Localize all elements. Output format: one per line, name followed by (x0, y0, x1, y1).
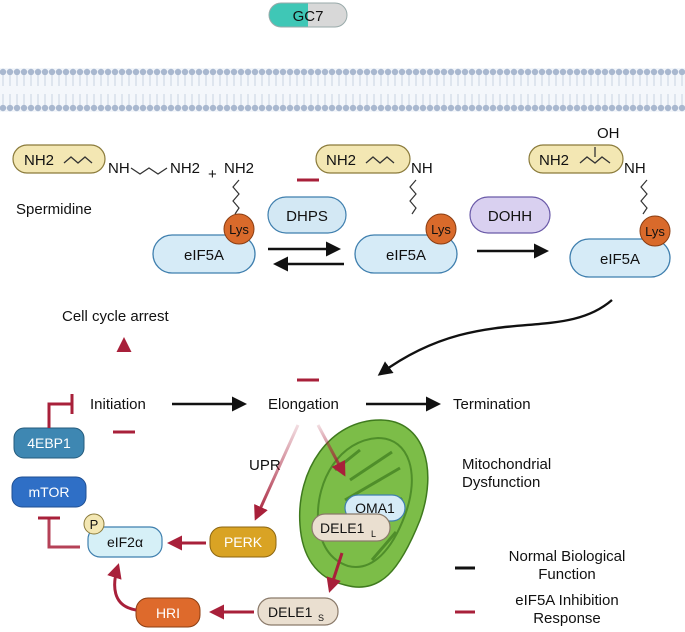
eif2a-inhibits-initiation (113, 430, 135, 516)
hri-to-eif2a-arrow (107, 563, 137, 612)
eif5a-label: eIF5A (386, 247, 426, 264)
legend-inhibition-line1: eIF5A Inhibition (515, 592, 618, 609)
oh-group: OH (597, 125, 620, 142)
hri-label: HRI (156, 605, 180, 621)
dele1-long-subscript: L (371, 529, 376, 539)
elongation-to-perk-arrow (254, 424, 300, 521)
dele1-cleavage-arrow (326, 552, 344, 593)
eif5a-hypusinated: OH NH2 NH eIF5A Lys (528, 125, 671, 278)
dele1-short-protein: DELE1 S (257, 597, 339, 626)
hypusinated-to-elongation-arrow (377, 299, 613, 376)
mito-label-line2: Dysfunction (462, 474, 540, 491)
cell-membrane (0, 68, 685, 112)
4ebp1-label: 4EBP1 (27, 435, 71, 451)
nh-group: NH (411, 160, 433, 177)
mtor-label: mTOR (29, 484, 70, 500)
nh2-group: NH2 (326, 152, 356, 169)
nh2-group: NH2 (224, 160, 254, 177)
legend-inhibition-line2: Response (533, 610, 601, 627)
dele1-long-protein: DELE1 L (311, 513, 391, 542)
spermidine-molecule: NH2 NH NH2 (12, 144, 200, 177)
nh2-group: NH2 (170, 160, 200, 177)
perk-protein: PERK (209, 526, 277, 558)
dohh-enzyme: DOHH (469, 196, 551, 234)
initiation-label: Initiation (90, 396, 146, 413)
4ebp1-protein: 4EBP1 (13, 427, 85, 459)
perk-label: PERK (224, 534, 263, 550)
mito-label-line1: Mitochondrial (462, 456, 551, 473)
eif5a-unmodified: eIF5A Lys (152, 179, 256, 274)
elongation-to-mito-arrow (316, 424, 346, 477)
mtor-protein: mTOR (11, 476, 87, 508)
eif5a-label: eIF5A (600, 251, 640, 268)
dhps-inhibits-elongation (297, 296, 319, 382)
dhps-label: DHPS (286, 208, 328, 225)
nh2-group: NH2 (539, 152, 569, 169)
legend-normal-line2: Function (538, 566, 596, 583)
lys-label: Lys (431, 222, 451, 237)
oma1-label: OMA1 (355, 500, 395, 516)
spermidine-label: Spermidine (16, 201, 92, 218)
dhps-enzyme: DHPS (267, 196, 347, 234)
eif2a-protein: eIF2α P (83, 513, 163, 558)
gc7-label: GC7 (293, 8, 324, 25)
upr-label: UPR (249, 457, 281, 474)
plus-sign: + (208, 166, 217, 183)
dele1-short-subscript: S (318, 613, 324, 623)
legend: Normal Biological Function eIF5A Inhibit… (455, 548, 625, 627)
4ebp1-inhibits-initiation (47, 402, 72, 428)
dele1-long-label: DELE1 (320, 520, 365, 536)
termination-label: Termination (453, 396, 531, 413)
legend-normal-line1: Normal Biological (509, 548, 626, 565)
eif2a-label: eIF2α (107, 534, 143, 550)
nh-group: NH (108, 160, 130, 177)
nh-group: NH (624, 160, 646, 177)
lys-label: Lys (645, 224, 665, 239)
elongation-label: Elongation (268, 396, 339, 413)
hri-protein: HRI (135, 597, 201, 628)
eif2a-inhibits-mtor (38, 516, 80, 549)
lys-label: Lys (229, 222, 249, 237)
gc7-inhibitor-pill: GC7 (268, 2, 348, 28)
nh2-group: NH2 (24, 152, 54, 169)
eif5a-label: eIF5A (184, 247, 224, 264)
gc7-inhibits-dhps (297, 28, 319, 182)
dele1-short-label: DELE1 (268, 604, 313, 620)
phospho-label: P (90, 517, 99, 532)
eif5a-deoxyhypusine: NH2 NH eIF5A Lys (315, 144, 458, 274)
cell-cycle-arrest-label: Cell cycle arrest (62, 308, 170, 325)
dohh-label: DOHH (488, 208, 532, 225)
